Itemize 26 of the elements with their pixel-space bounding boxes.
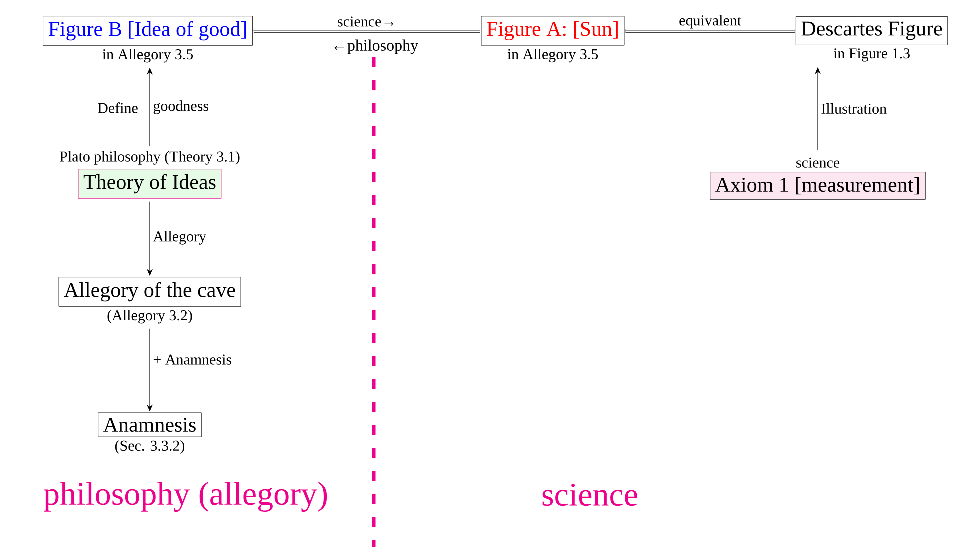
node-label: (Allegory 3.2) xyxy=(108,310,192,324)
box: Allegory of the cave xyxy=(58,277,242,307)
box: Descartes Figure xyxy=(796,16,948,46)
node-label: in Allegory 3.5 xyxy=(102,49,194,63)
edge-label: science→ xyxy=(338,16,394,27)
equivalence-line xyxy=(254,29,480,33)
edge-label: goodness xyxy=(154,100,208,114)
box: Axiom 1 [measurement] xyxy=(710,172,926,200)
text-label: ←philosophy xyxy=(334,40,418,54)
box: Anamnesis xyxy=(98,412,202,438)
box: Figure A: [Sun] xyxy=(481,16,625,46)
node-label: in Allegory 3.5 xyxy=(508,48,598,63)
node-label: (Sec. 3.3.2) xyxy=(115,440,185,454)
box: Figure B [Idea of good] xyxy=(43,16,253,46)
node-label: in Figure 1.3 xyxy=(834,48,910,62)
edge-label: Allegory xyxy=(153,231,206,245)
edge-label: + Anamnesis xyxy=(154,354,232,365)
edge-label: Illustration xyxy=(822,104,887,114)
equivalence-line xyxy=(626,29,796,33)
box: Theory of Ideas xyxy=(78,169,222,199)
node-label: Plato philosophy (Theory 3.1) xyxy=(60,151,240,165)
text-label: Define xyxy=(98,102,138,114)
edge-label: equivalent xyxy=(680,15,742,29)
node-label: science xyxy=(796,158,840,168)
region-label: science xyxy=(542,484,638,506)
region-label: philosophy (allegory) xyxy=(44,482,328,512)
